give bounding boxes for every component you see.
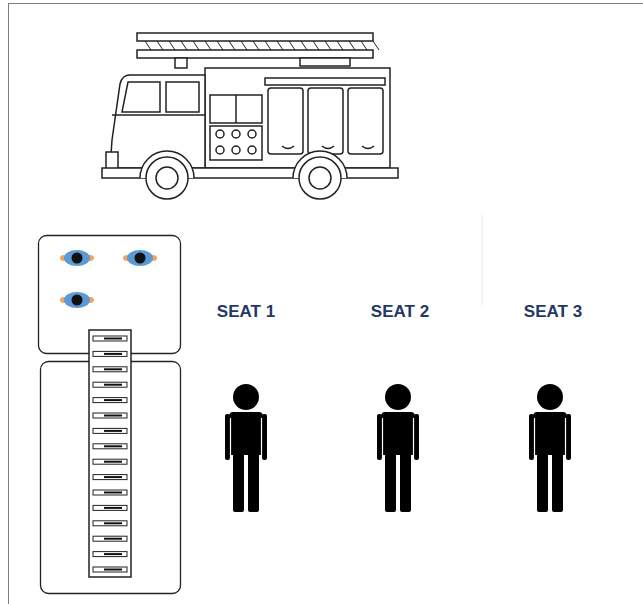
occupant-icons bbox=[60, 250, 157, 308]
ladder bbox=[89, 330, 131, 577]
cab-box bbox=[39, 236, 181, 354]
person-figure bbox=[529, 384, 571, 512]
person-figures bbox=[225, 384, 571, 512]
person-figure bbox=[377, 384, 419, 512]
occupant-icon bbox=[60, 292, 94, 308]
seat-label: SEAT 2 bbox=[371, 302, 429, 322]
frame bbox=[9, 4, 643, 604]
occupant-icon bbox=[60, 250, 94, 266]
vehicle-panel bbox=[39, 236, 181, 594]
ladder-rungs bbox=[93, 336, 127, 572]
faint-line bbox=[482, 215, 483, 305]
person-figure bbox=[225, 384, 267, 512]
seat-label: SEAT 1 bbox=[217, 302, 275, 322]
occupant-icon bbox=[123, 250, 157, 266]
seat-label: SEAT 3 bbox=[524, 302, 582, 322]
fire-truck bbox=[102, 33, 398, 199]
